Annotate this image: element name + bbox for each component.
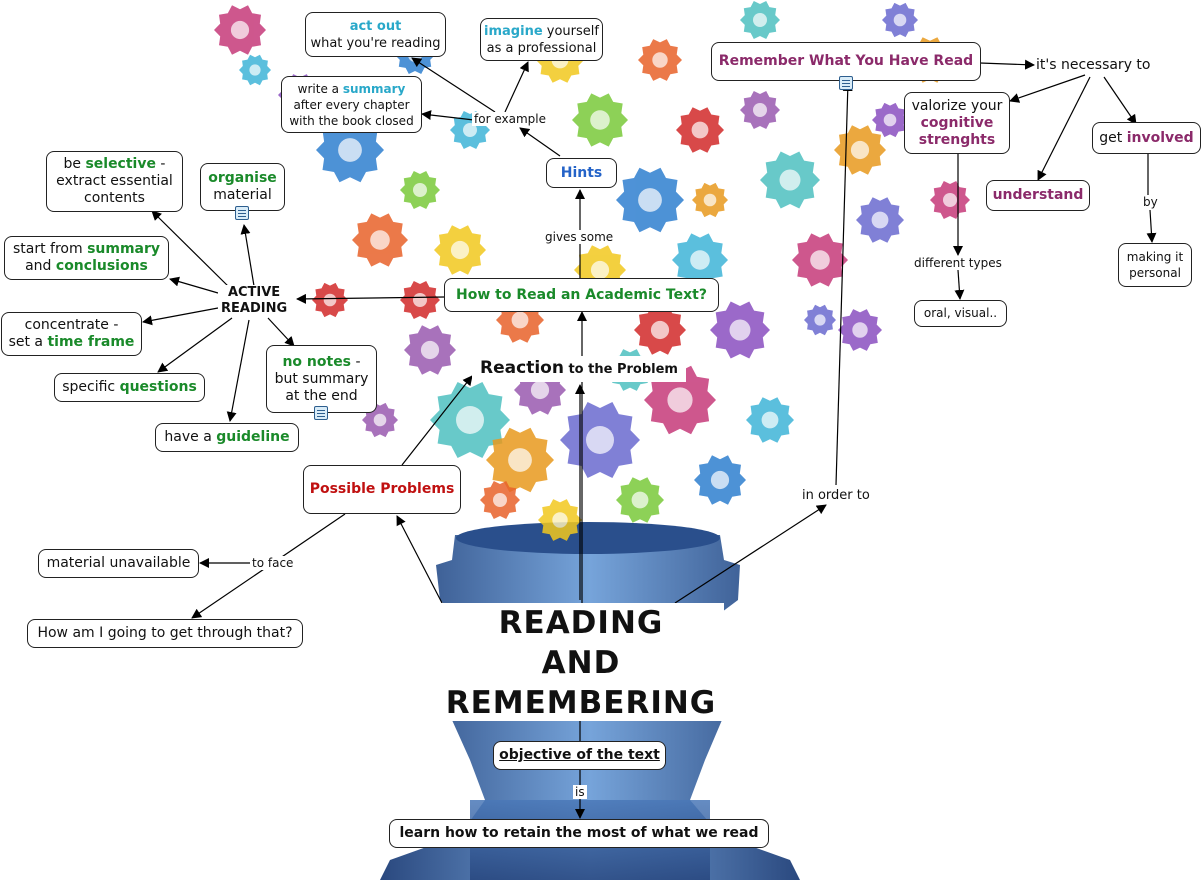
node-hints-text: Hints — [560, 164, 603, 181]
node-reaction-small: to the Problem — [563, 362, 678, 377]
node-no-notes[interactable]: no notes - but summary at the end — [266, 345, 377, 413]
node-organise-highlight: organise — [208, 170, 277, 186]
node-start-from-highlight2: conclusions — [55, 258, 148, 274]
document-icon[interactable] — [314, 406, 328, 420]
node-write-summary[interactable]: write a summary after every chapter with… — [281, 76, 422, 133]
node-get-involved[interactable]: get involved — [1092, 122, 1201, 154]
node-selective-post: - — [155, 156, 166, 172]
node-imagine[interactable]: imagine yourself as a professional — [480, 18, 603, 61]
node-objective[interactable]: objective of the text — [493, 741, 666, 770]
node-no-notes-line3: at the end — [285, 387, 358, 404]
label-different-types: different types — [912, 256, 1004, 270]
node-get-involved-pre: get — [1099, 129, 1127, 146]
central-topic[interactable]: READING AND REMEMBERING — [438, 603, 724, 721]
node-imagine-highlight: imagine — [484, 23, 543, 39]
node-no-notes-post: - — [351, 353, 361, 370]
node-no-notes-highlight: no notes — [282, 353, 352, 370]
node-start-from-highlight1: summary — [87, 241, 161, 257]
label-in-order-to: in order to — [800, 488, 872, 503]
node-learn-retain-text: learn how to retain the most of what we … — [399, 825, 759, 841]
label-gives-some: gives some — [543, 230, 616, 244]
node-how-to-read-text: How to Read an Academic Text? — [456, 286, 707, 303]
node-write-summary-pre: write a — [297, 81, 343, 96]
central-topic-line1: READING — [498, 605, 664, 641]
node-how-to-read[interactable]: How to Read an Academic Text? — [444, 278, 719, 312]
node-start-from-pre: start from — [12, 241, 88, 257]
node-guideline-pre: have a — [164, 429, 217, 445]
node-reaction-big: Reaction — [480, 358, 564, 378]
node-understand[interactable]: understand — [986, 180, 1090, 211]
node-write-summary-highlight: summary — [342, 81, 406, 96]
node-concentrate-pre: set a — [8, 334, 48, 350]
node-no-notes-line2: but summary — [274, 370, 369, 387]
node-remember-text: Remember What You Have Read — [718, 53, 974, 69]
node-making-personal-line1: making it — [1126, 250, 1184, 264]
node-act-out-rest: what you're reading — [310, 35, 441, 51]
node-valorize-highlight2: strenghts — [918, 131, 996, 148]
node-oral-visual-text: oral, visual.. — [923, 306, 998, 320]
node-selective-line2: extract essential — [56, 173, 173, 189]
node-concentrate-line1: concentrate - — [24, 317, 119, 333]
node-possible-problems-text: Possible Problems — [309, 481, 455, 497]
central-topic-line2: AND — [541, 645, 621, 681]
node-active-reading-line1: ACTIVE — [227, 285, 281, 300]
node-reaction[interactable]: Reaction to the Problem — [472, 356, 686, 382]
node-act-out[interactable]: act out what you're reading — [305, 12, 446, 57]
node-valorize-line1: valorize your — [911, 97, 1003, 114]
node-valorize-highlight1: cognitive — [920, 114, 994, 131]
node-concentrate-highlight: time frame — [47, 334, 135, 350]
label-by: by — [1141, 195, 1160, 209]
node-imagine-rest1: yourself — [542, 23, 599, 39]
node-specific-questions[interactable]: specific questions — [54, 373, 205, 402]
document-icon[interactable] — [235, 206, 249, 220]
label-to-face: to face — [250, 556, 296, 570]
node-concentrate[interactable]: concentrate - set a time frame — [1, 312, 142, 356]
node-imagine-rest2: as a professional — [486, 40, 597, 56]
node-selective-highlight: selective — [85, 156, 156, 172]
node-specific-questions-highlight: questions — [119, 379, 197, 395]
node-specific-questions-pre: specific — [62, 379, 120, 395]
node-start-from[interactable]: start from summary and conclusions — [4, 236, 169, 280]
node-understand-text: understand — [992, 187, 1084, 203]
node-hints[interactable]: Hints — [546, 158, 617, 188]
central-topic-line3: REMEMBERING — [445, 685, 717, 721]
node-guideline[interactable]: have a guideline — [155, 423, 299, 452]
node-making-personal-line2: personal — [1129, 266, 1181, 280]
node-making-personal[interactable]: making it personal — [1118, 243, 1192, 287]
node-get-involved-highlight: involved — [1126, 129, 1194, 146]
label-its-necessary: it's necessary to — [1036, 57, 1151, 73]
node-material-unavailable-text: material unavailable — [46, 555, 191, 571]
node-write-summary-line2: after every chapter — [293, 97, 410, 112]
node-selective[interactable]: be selective - extract essential content… — [46, 151, 183, 212]
label-for-example: for example — [472, 112, 548, 126]
node-guideline-highlight: guideline — [216, 429, 290, 445]
label-is: is — [573, 785, 587, 799]
node-get-through-text: How am I going to get through that? — [37, 625, 293, 641]
node-material-unavailable[interactable]: material unavailable — [38, 549, 199, 578]
node-valorize[interactable]: valorize your cognitive strenghts — [904, 92, 1010, 154]
node-selective-pre: be — [63, 156, 86, 172]
node-remember[interactable]: Remember What You Have Read — [711, 42, 981, 81]
node-act-out-highlight: act out — [349, 18, 402, 34]
node-oral-visual[interactable]: oral, visual.. — [914, 300, 1007, 327]
document-icon[interactable] — [839, 76, 853, 90]
node-selective-line3: contents — [84, 190, 145, 206]
node-get-through[interactable]: How am I going to get through that? — [27, 619, 303, 648]
node-learn-retain[interactable]: learn how to retain the most of what we … — [389, 819, 769, 848]
node-write-summary-line3: with the book closed — [289, 113, 414, 128]
node-organise-line2: material — [213, 187, 272, 203]
node-active-reading-line2: READING — [221, 301, 288, 316]
node-possible-problems[interactable]: Possible Problems — [303, 465, 461, 514]
node-objective-text: objective of the text — [499, 747, 660, 763]
node-active-reading[interactable]: ACTIVE READING — [218, 285, 291, 317]
node-start-from-and: and — [25, 258, 56, 274]
node-organise[interactable]: organise material — [200, 163, 285, 211]
